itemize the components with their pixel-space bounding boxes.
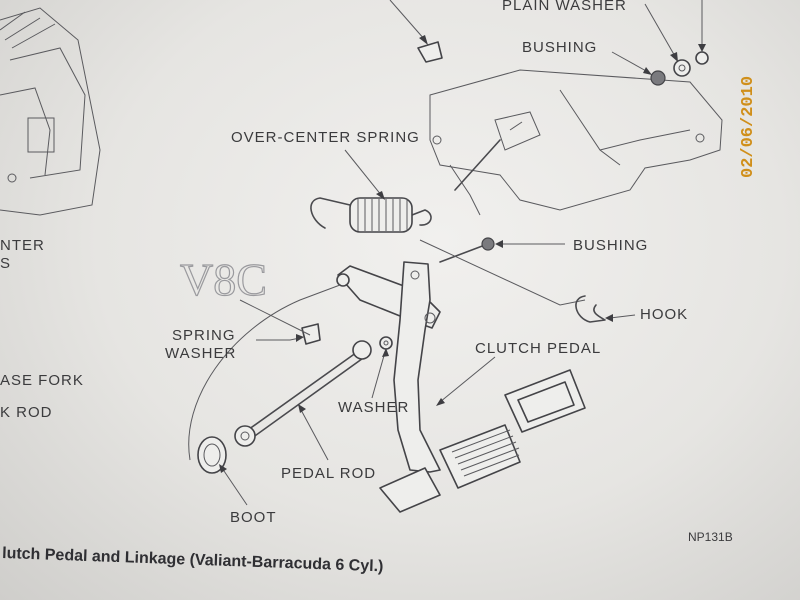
pedal-pad <box>379 467 441 513</box>
label-left-nter: NTER <box>0 237 45 254</box>
bolt-head-icon <box>417 41 443 63</box>
label-hook: HOOK <box>640 306 688 323</box>
figure-caption: lutch Pedal and Linkage (Valiant-Barracu… <box>2 545 384 575</box>
label-spring-washer-line1: SPRING <box>172 327 236 344</box>
label-pedal-rod: PEDAL ROD <box>281 465 376 482</box>
date-stamp: 02/06/2010 <box>739 76 758 178</box>
over-center-spring <box>310 197 432 233</box>
pedal-rubber-pad-1 <box>439 424 521 489</box>
clip-icon <box>695 51 709 65</box>
pedal-bracket <box>429 69 723 216</box>
label-spring-washer-line2: WASHER <box>165 345 236 362</box>
label-plain-washer: PLAIN WASHER <box>502 0 627 14</box>
label-left-s: S <box>0 255 11 272</box>
plain-washer-icon <box>673 59 691 77</box>
pedal-rod <box>234 340 372 447</box>
left-partial-drawing <box>0 7 101 216</box>
label-boot: BOOT <box>230 509 277 526</box>
label-washer: WASHER <box>338 399 409 416</box>
washer-icon <box>379 336 393 350</box>
pedal-rubber-pad-2 <box>504 369 586 433</box>
label-over-center-spring: OVER-CENTER SPRING <box>231 129 420 146</box>
label-bushing-top: BUSHING <box>522 39 597 56</box>
clutch-pedal-arm <box>336 261 441 473</box>
label-left-k-rod: K ROD <box>0 404 53 421</box>
leader-lines <box>219 0 706 506</box>
label-left-ase-fork: ASE FORK <box>0 372 84 389</box>
pivot-shaft <box>439 244 486 263</box>
hook-part <box>575 295 606 323</box>
pivot-bushing-icon <box>481 237 495 251</box>
label-bushing-mid: BUSHING <box>573 237 648 254</box>
handwritten-note: V8C <box>180 254 267 305</box>
figure-code: NP131B <box>688 530 733 544</box>
bushing-icon <box>650 70 666 86</box>
spring-washer-icon <box>301 323 321 345</box>
label-clutch-pedal: CLUTCH PEDAL <box>475 340 601 357</box>
